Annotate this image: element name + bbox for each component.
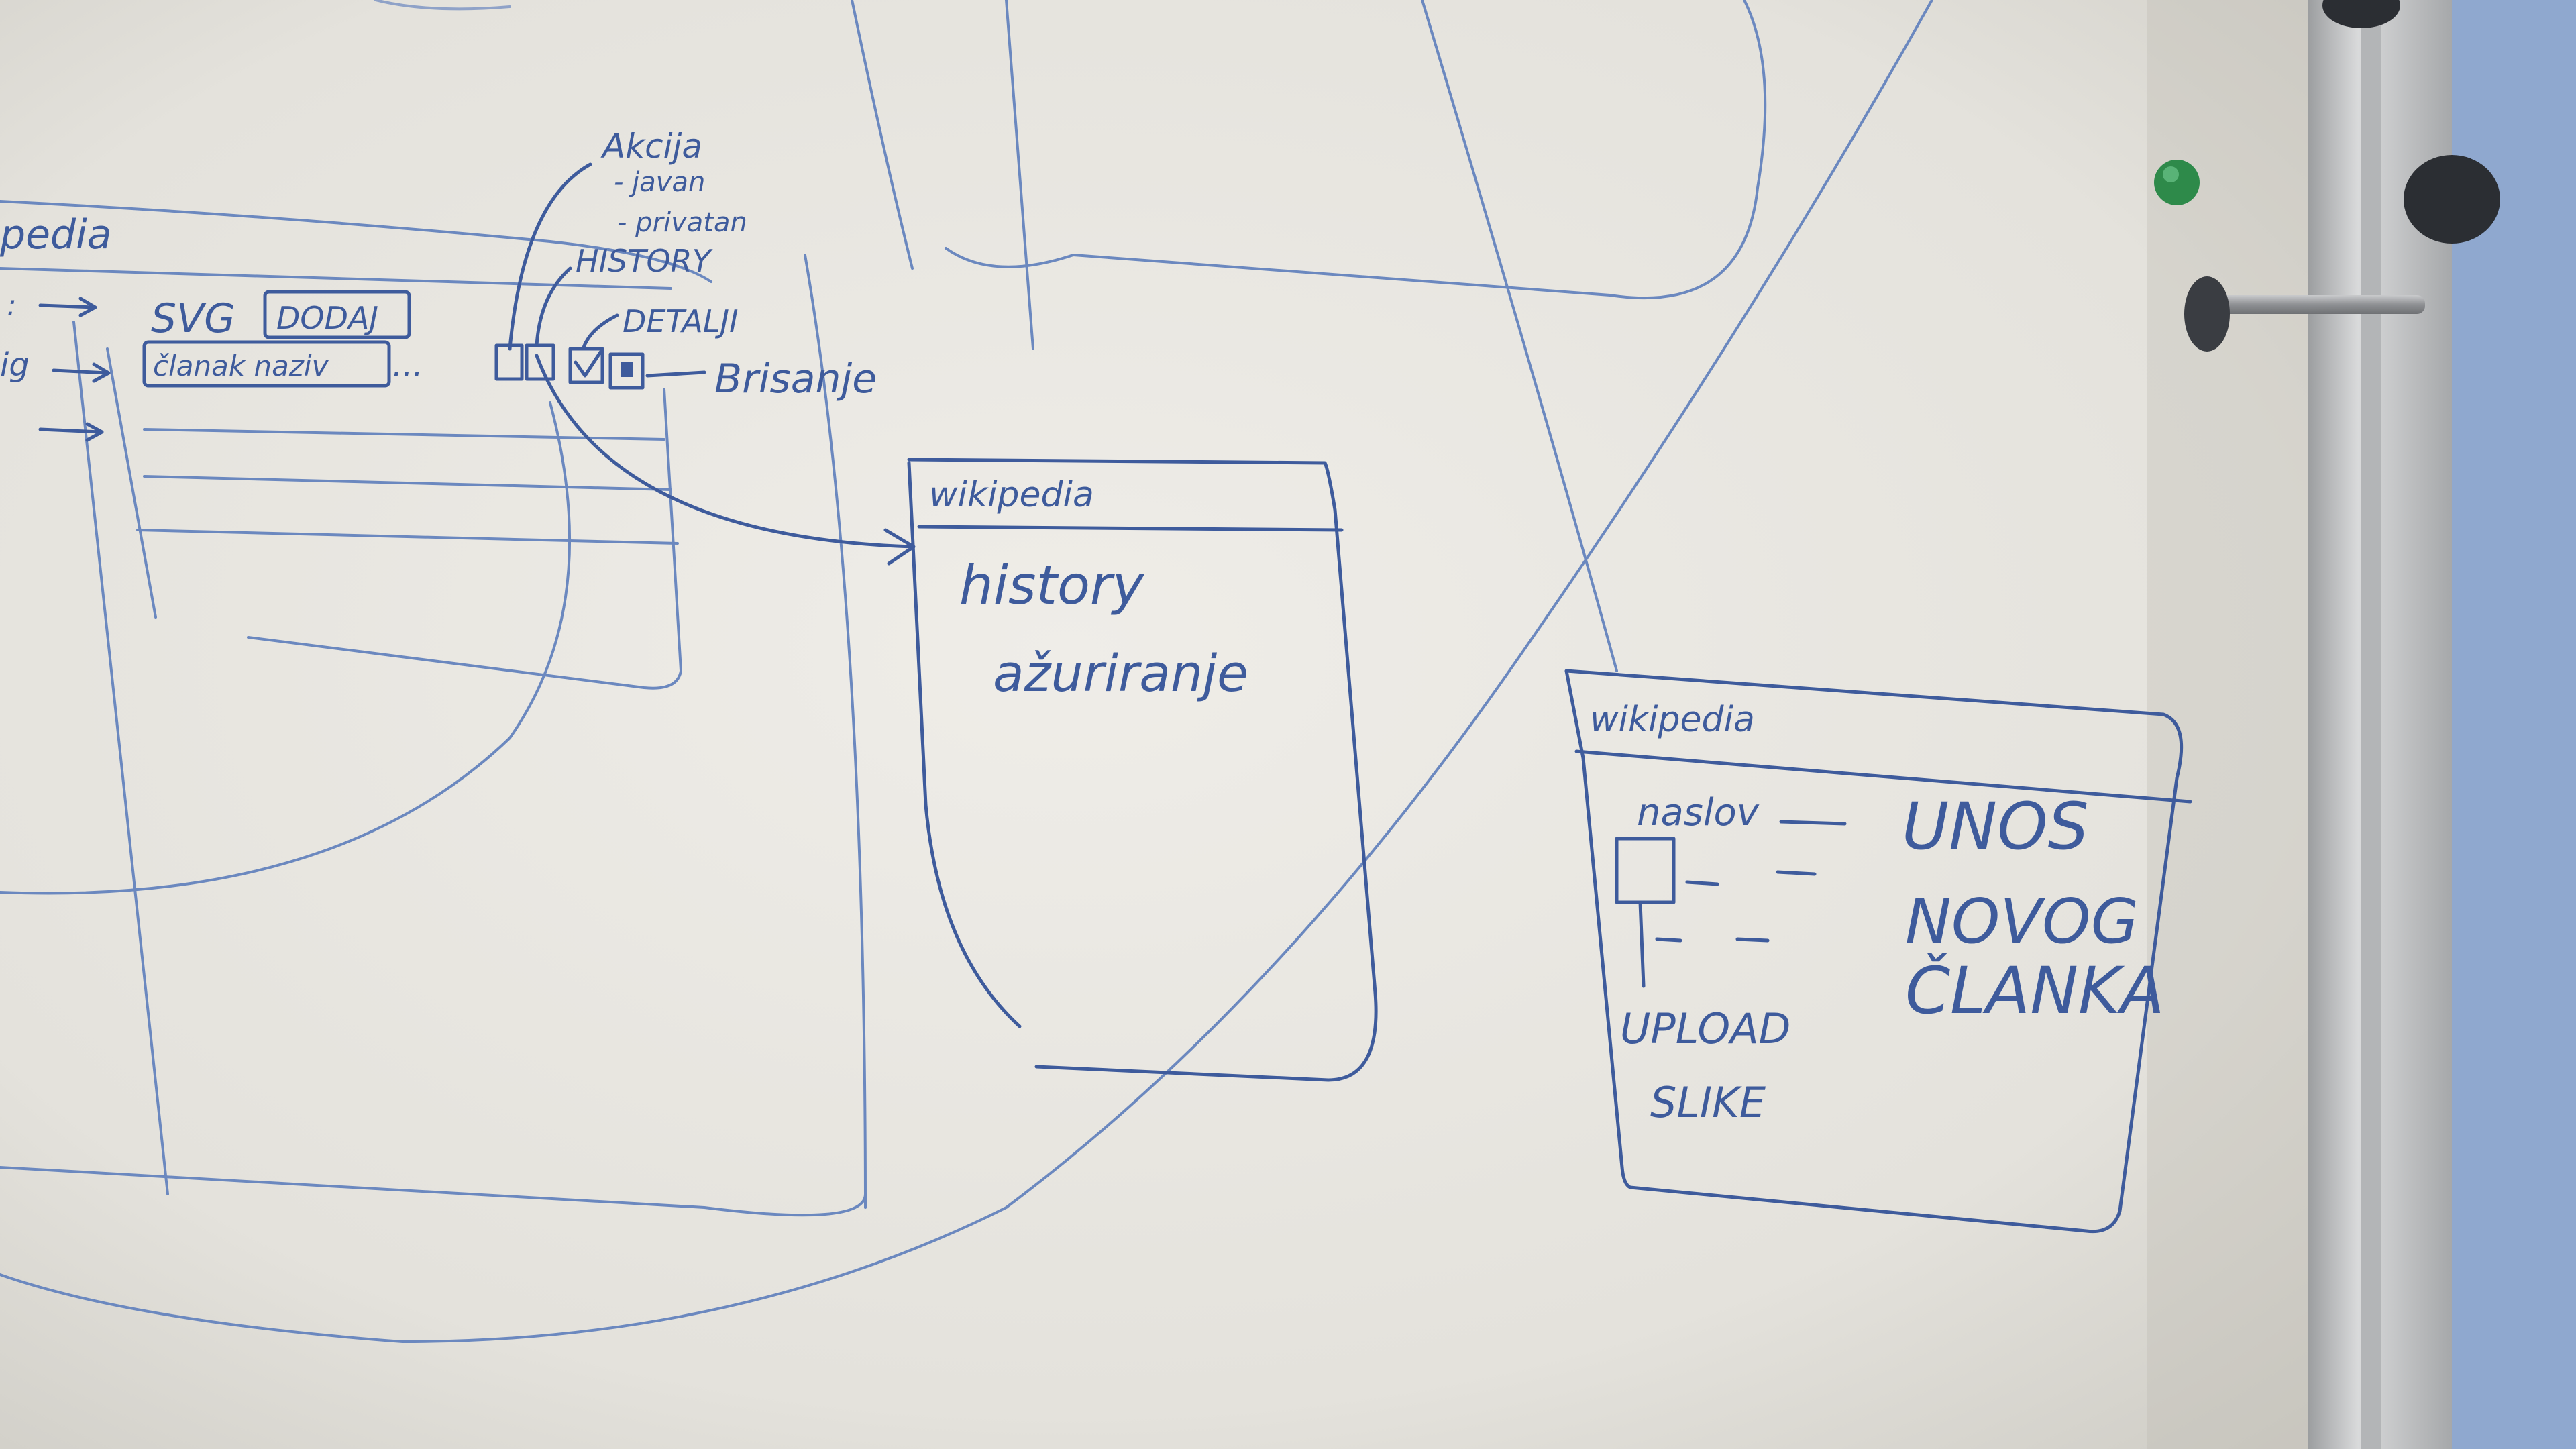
annotation-detalji: DETALJI — [623, 303, 739, 339]
table-box-right — [247, 388, 682, 690]
upload-line-1: UPLOAD — [1620, 1004, 1790, 1053]
curve-left-big — [0, 401, 572, 895]
annotation-privatan: - privatan — [617, 207, 747, 238]
table-row-line-3 — [136, 529, 679, 545]
row2-field — [142, 340, 391, 388]
green-magnet-highlight — [2163, 166, 2179, 182]
heading-line-2: NOVOG — [1905, 885, 2139, 957]
sketch-history: wikipedia history ažuriranje — [907, 458, 1378, 1082]
curve-top-b — [1005, 0, 1034, 350]
dark-magnet — [2404, 155, 2500, 244]
image-upload-stem — [1638, 900, 1646, 988]
row2-ellipsis: ... — [392, 346, 423, 384]
row1-button — [263, 290, 411, 339]
table-row-line-2 — [143, 475, 672, 491]
left-title-fragment: pedia — [0, 211, 112, 258]
history-leader — [535, 266, 572, 347]
new-article-window-title: wikipedia — [1590, 700, 1755, 740]
checkmark-icon — [574, 350, 602, 378]
new-article-window-frame — [1564, 669, 2184, 1234]
hook-knob — [2184, 276, 2230, 352]
toggle-icon-2 — [525, 343, 555, 381]
curve-left-vert — [72, 321, 169, 1195]
green-magnet — [2154, 160, 2200, 205]
curve-top-left — [374, 0, 511, 11]
akcija-leader — [508, 162, 592, 351]
curve-left-border — [804, 254, 867, 1209]
left-title-rule — [0, 267, 672, 290]
row1-arrow-label: : — [7, 288, 17, 323]
history-window-frame — [907, 458, 1378, 1082]
naslov-label: naslov — [1637, 791, 1760, 835]
left-title-line — [0, 200, 712, 283]
history-window-left — [907, 461, 1022, 1028]
table-row-line-1 — [143, 428, 665, 441]
image-upload-box — [1615, 837, 1676, 904]
history-window-title: wikipedia — [929, 475, 1094, 515]
field-line-2 — [1685, 870, 1817, 886]
whiteboard-surface — [0, 0, 2375, 1449]
new-article-title-rule — [1574, 749, 2192, 804]
brisanje-leader — [645, 370, 706, 378]
annotation-javan: - javan — [614, 167, 705, 198]
detalji-leader — [582, 313, 619, 350]
curve-big-arc — [0, 0, 1933, 1343]
annotation-history: HISTORY — [576, 243, 714, 279]
delete-icon-fill — [621, 362, 633, 377]
history-title-rule — [917, 525, 1344, 532]
curve-top-a — [851, 0, 914, 270]
hook-rod — [2204, 295, 2425, 314]
naslov-field-line — [1779, 820, 1847, 826]
sketch-new-article: wikipedia naslov UPLOAD SLIKE UNOS NOVOG… — [1564, 669, 2192, 1234]
history-line-1: history — [959, 554, 1145, 616]
table-vert-line — [106, 347, 157, 619]
curve-long-diag — [1421, 0, 1618, 672]
annotation-akcija: Akcija — [600, 127, 702, 166]
dark-magnet-top — [2322, 0, 2400, 28]
row2-field-label: članak naziv — [153, 350, 329, 382]
sketch-left: pedia : ig SVG DODAJ članak naziv ... Ak… — [0, 127, 877, 690]
field-line-3 — [1655, 937, 1770, 943]
delete-icon — [608, 352, 645, 390]
row1-text: SVG — [151, 295, 235, 342]
frame-edge — [2361, 0, 2381, 1449]
heading-line-1: UNOS — [1902, 789, 2089, 864]
curve-left-bottom — [0, 1166, 867, 1217]
row1-button-label: DODAJ — [276, 300, 378, 336]
curve-top-c — [945, 0, 1767, 299]
history-line-2: ažuriranje — [993, 643, 1248, 703]
row2-arrow — [52, 362, 111, 383]
row1-arrow — [38, 297, 97, 317]
row2-arrow-label: ig — [0, 346, 30, 384]
details-icon — [568, 347, 604, 384]
annotation-brisanje: Brisanje — [714, 356, 877, 402]
upload-line-2: SLIKE — [1650, 1078, 1766, 1127]
heading-line-3: ČLANKA — [1905, 953, 2165, 1028]
row3-arrow — [38, 422, 104, 442]
